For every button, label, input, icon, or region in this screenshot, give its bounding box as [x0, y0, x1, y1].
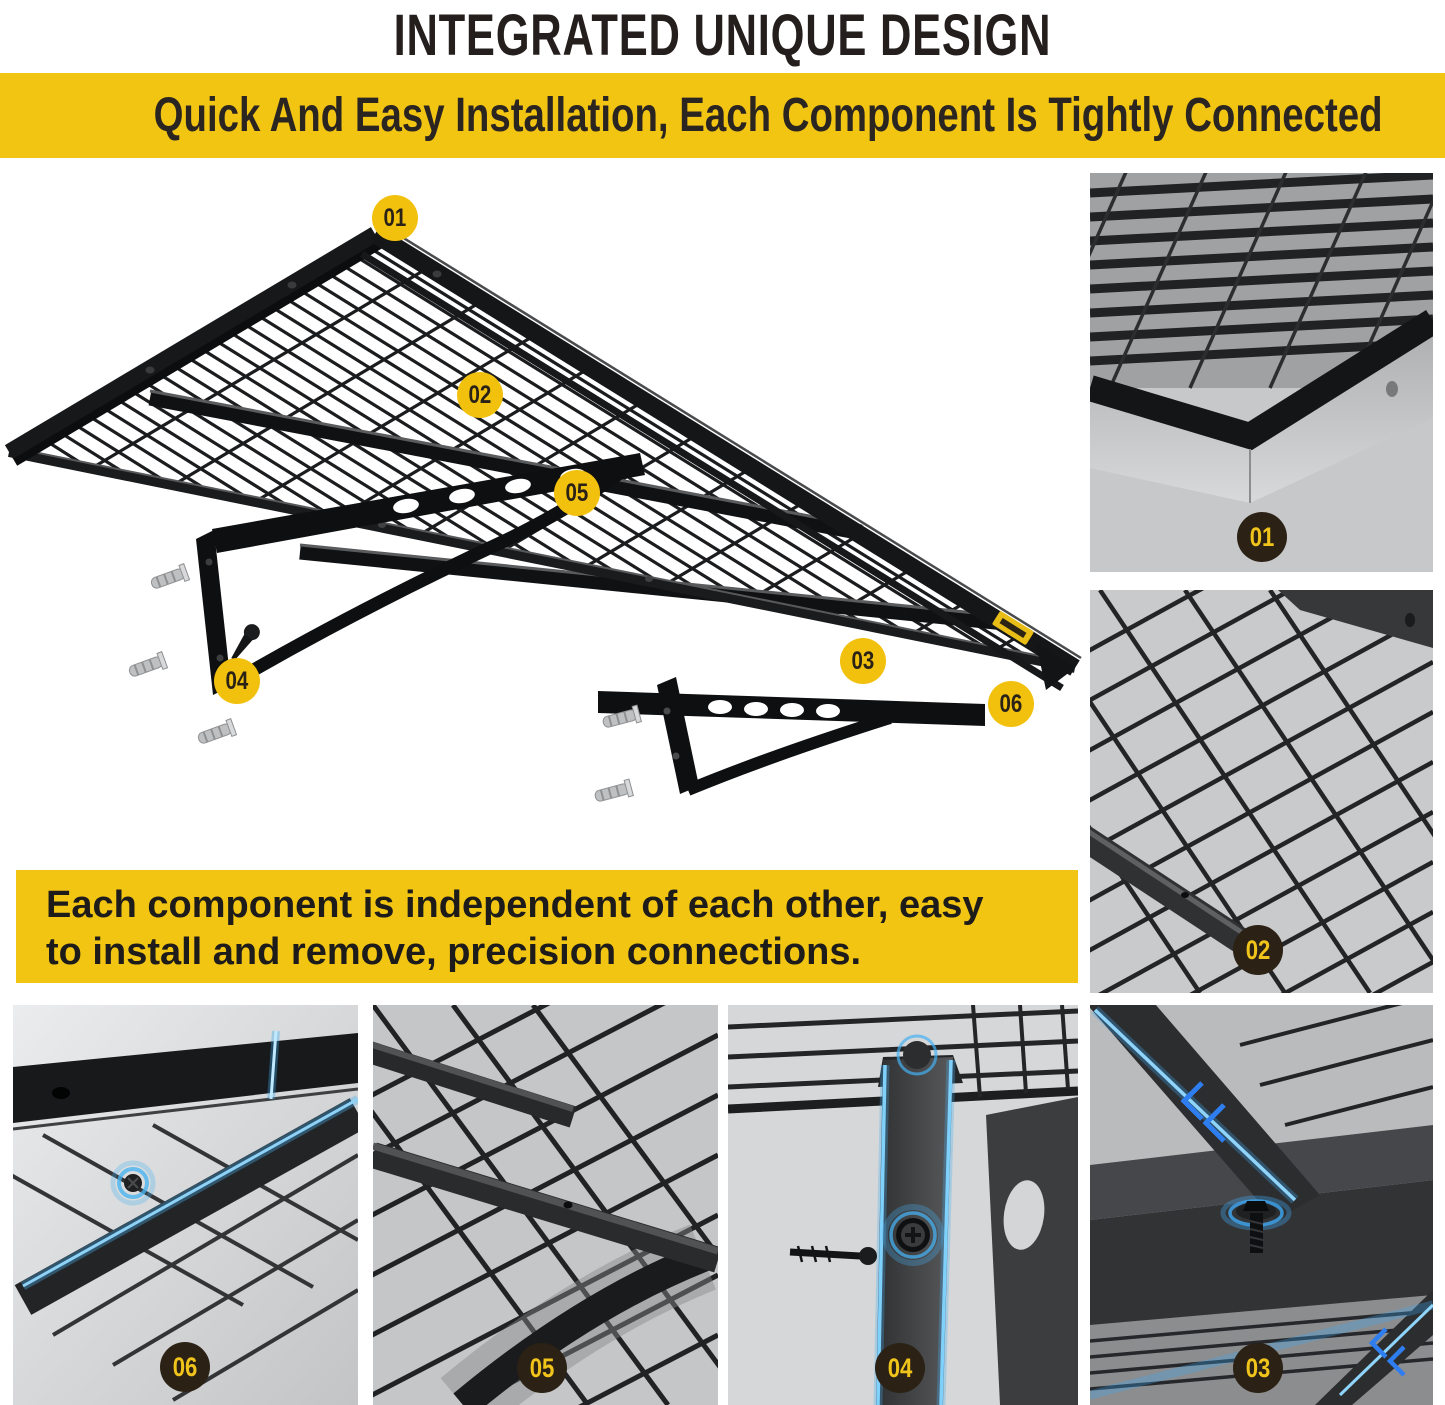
panel-badge-06: 06 [160, 1342, 210, 1392]
front-rail [360, 222, 1082, 691]
wall-anchors-left [128, 563, 260, 744]
callout-03: 03 [840, 638, 886, 684]
callout-01: 01 [372, 195, 418, 241]
banner: Quick And Easy Installation, Each Compon… [0, 73, 1445, 158]
screw-left [231, 624, 260, 661]
brand-sticker [992, 611, 1034, 645]
hero-diagram: 01 02 05 03 04 06 [0, 158, 1085, 870]
floating-screw [789, 1245, 877, 1265]
right-bracket [598, 677, 985, 796]
mesh-long-wires [36, 241, 1035, 663]
page-title: INTEGRATED UNIQUE DESIGN [393, 3, 1052, 68]
callout-06: 06 [988, 681, 1034, 727]
info-line-2: to install and remove, precision connect… [46, 931, 862, 973]
callout-04: 04 [214, 658, 260, 704]
left-end-rail [4, 227, 384, 466]
callout-05: 05 [554, 470, 600, 516]
detail-panel-06: 06 [13, 1005, 358, 1405]
info-line-1: Each component is independent of each ot… [46, 884, 984, 926]
info-box: Each component is independent of each ot… [16, 870, 1078, 983]
callout-02: 02 [457, 372, 503, 418]
support-beam-02 [148, 389, 864, 541]
detail-panel-02: 02 [1090, 590, 1433, 993]
shelf-illustration [4, 222, 1082, 802]
panel-badge-04: 04 [875, 1343, 925, 1393]
panel-badge-03: 03 [1233, 1343, 1283, 1393]
detail-panel-01: 01 [1090, 173, 1433, 572]
detail-panel-05: 05 [373, 1005, 718, 1405]
panel-badge-02: 02 [1233, 925, 1283, 975]
detail-panel-03: 03 [1090, 1005, 1433, 1405]
panel-badge-01: 01 [1237, 512, 1287, 562]
detail-panel-04: 04 [728, 1005, 1078, 1405]
banner-text: Quick And Easy Installation, Each Compon… [153, 89, 1383, 142]
right-end-cap [1036, 643, 1075, 690]
back-rail [8, 446, 1076, 673]
panel-badge-05: 05 [517, 1343, 567, 1393]
wall-anchors-right [594, 704, 643, 802]
